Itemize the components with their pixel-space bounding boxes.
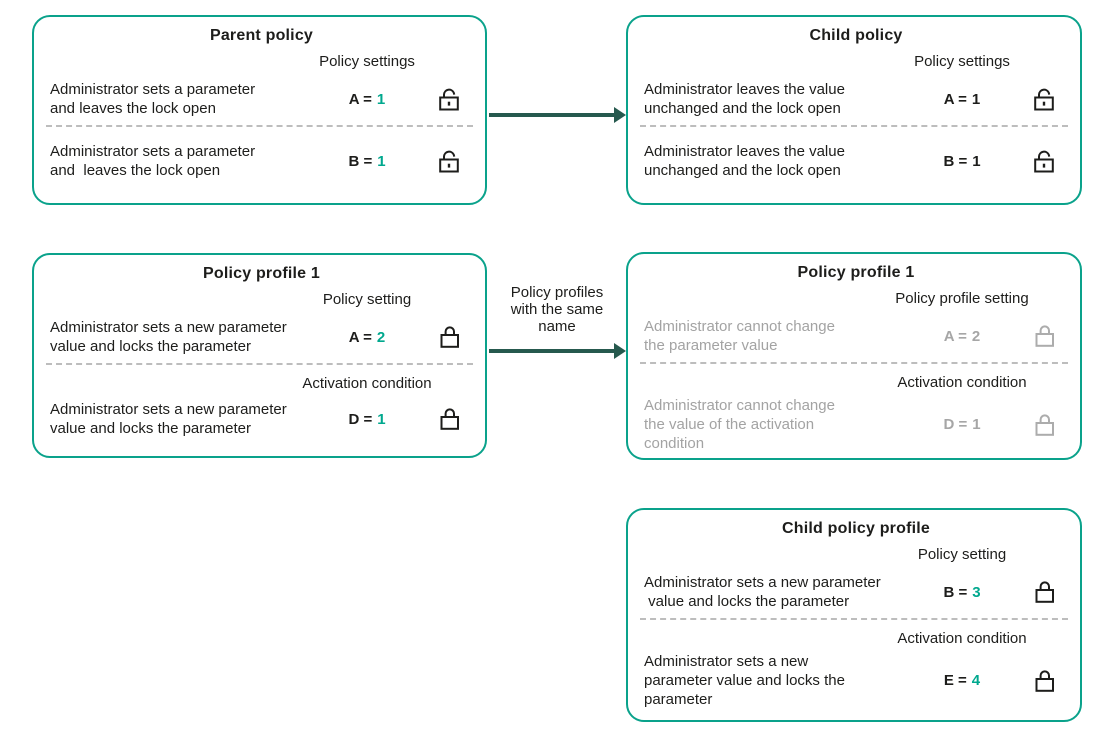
policy-profile-1-target-box: Policy profile 1 Policy profile setting … — [626, 252, 1082, 460]
lock-open-icon — [1032, 148, 1058, 175]
parent-policy-box: Parent policy Policy settings Administra… — [32, 15, 487, 205]
column-label: Policy settings — [914, 53, 1010, 70]
parameter-value: A = 1 — [944, 91, 981, 108]
dashed-divider — [640, 618, 1068, 620]
setting-row: Administrator cannot change the value of… — [644, 396, 1068, 453]
box-title: Child policy profile — [781, 520, 930, 537]
lock-closed-gray-icon — [1033, 323, 1057, 349]
arrow-line — [489, 349, 615, 353]
parameter-value: D = 1 — [348, 411, 385, 428]
column-label: Policy profile setting — [895, 290, 1029, 307]
label-row: Policy setting — [644, 546, 1068, 564]
setting-row: Administrator leaves the value unchanged… — [644, 77, 1068, 121]
lock-closed-icon — [438, 324, 462, 350]
row-description: Administrator sets a new parameter value… — [644, 574, 881, 610]
setting-row: Administrator sets a new parameter value… — [50, 397, 473, 441]
param-value: 1 — [972, 416, 981, 433]
policy-profile-1-source-box: Policy profile 1 Policy setting Administ… — [32, 253, 487, 458]
param-name: A = — [943, 327, 967, 345]
arrow-line — [489, 113, 615, 117]
box-title: Parent policy — [209, 27, 314, 44]
setting-row: Administrator sets a new parameter value… — [644, 570, 1068, 614]
label-row: Activation condition — [644, 630, 1068, 648]
box-title: Policy profile 1 — [797, 264, 915, 281]
dashed-divider — [46, 363, 473, 365]
setting-row: Administrator sets a new parameter value… — [644, 652, 1068, 709]
lock-open-icon — [1032, 86, 1058, 113]
lock-closed-icon — [1033, 668, 1057, 694]
arrow-head — [614, 107, 626, 123]
param-value: 1 — [377, 152, 386, 170]
column-label: Activation condition — [302, 375, 432, 392]
dashed-divider — [640, 125, 1068, 127]
lock-closed-icon — [1033, 579, 1057, 605]
setting-row: Administrator leaves the value unchanged… — [644, 139, 1068, 183]
row-description: Administrator sets a parameter and leave… — [50, 143, 256, 179]
parameter-value: D = 1 — [943, 416, 980, 433]
row-description: Administrator sets a new parameter value… — [50, 401, 287, 437]
label-row: Activation condition — [644, 374, 1068, 392]
parameter-value: A = 2 — [944, 328, 981, 345]
setting-row: Administrator sets a new parameter value… — [50, 315, 473, 359]
param-value: 2 — [971, 327, 981, 345]
param-name: B = — [943, 152, 968, 170]
lock-closed-gray-icon — [1033, 412, 1057, 438]
arrow-head — [614, 343, 626, 359]
setting-row: Administrator cannot change the paramete… — [644, 314, 1068, 358]
box-title: Policy profile 1 — [202, 265, 320, 282]
param-name: E = — [943, 672, 967, 689]
column-label: Activation condition — [897, 630, 1027, 647]
dashed-divider — [46, 125, 473, 127]
param-name: A = — [348, 90, 372, 108]
label-row: Activation condition — [50, 375, 473, 393]
param-value: 2 — [376, 328, 386, 346]
param-name: A = — [943, 90, 967, 108]
setting-row: Administrator sets a parameter and leave… — [50, 77, 473, 121]
parameter-value: B = 1 — [348, 153, 385, 170]
arrow-label: Policy profiles with the same name — [510, 284, 604, 335]
param-value: 1 — [377, 410, 386, 428]
column-label: Policy setting — [322, 291, 412, 308]
row-description: Administrator leaves the value unchanged… — [644, 143, 845, 179]
param-value: 1 — [971, 90, 981, 108]
label-row: Policy settings — [50, 53, 473, 71]
label-row: Policy setting — [50, 291, 473, 309]
row-description: Administrator cannot change the value of… — [644, 397, 835, 452]
param-name: B = — [943, 583, 968, 601]
parameter-value: A = 1 — [349, 91, 386, 108]
row-description: Administrator cannot change the paramete… — [644, 318, 835, 354]
lock-closed-icon — [438, 406, 462, 432]
row-description: Administrator sets a new parameter value… — [644, 653, 845, 708]
parameter-value: B = 1 — [943, 153, 980, 170]
setting-row: Administrator sets a parameter and leave… — [50, 139, 473, 183]
parameter-value: A = 2 — [349, 329, 386, 346]
row-description: Administrator sets a new parameter value… — [50, 319, 287, 355]
column-label: Activation condition — [897, 374, 1027, 391]
param-value: 4 — [971, 672, 981, 689]
box-title: Child policy — [809, 27, 903, 44]
parameter-value: B = 3 — [943, 584, 980, 601]
param-name: A = — [348, 328, 372, 346]
lock-open-icon — [437, 86, 463, 113]
param-value: 1 — [376, 90, 386, 108]
child-policy-box: Child policy Policy settings Administrat… — [626, 15, 1082, 205]
label-row: Policy settings — [644, 53, 1068, 71]
param-name: D = — [943, 416, 968, 433]
row-description: Administrator sets a parameter and leave… — [50, 81, 256, 117]
column-label: Policy setting — [917, 546, 1007, 563]
parameter-value: E = 4 — [944, 672, 980, 689]
dashed-divider — [640, 362, 1068, 364]
param-name: D = — [348, 410, 373, 428]
param-name: B = — [348, 152, 373, 170]
param-value: 1 — [972, 152, 981, 170]
label-row: Policy profile setting — [644, 290, 1068, 308]
lock-open-icon — [437, 148, 463, 175]
child-policy-profile-box: Child policy profile Policy setting Admi… — [626, 508, 1082, 722]
row-description: Administrator leaves the value unchanged… — [644, 81, 845, 117]
column-label: Policy settings — [319, 53, 415, 70]
param-value: 3 — [972, 583, 981, 601]
